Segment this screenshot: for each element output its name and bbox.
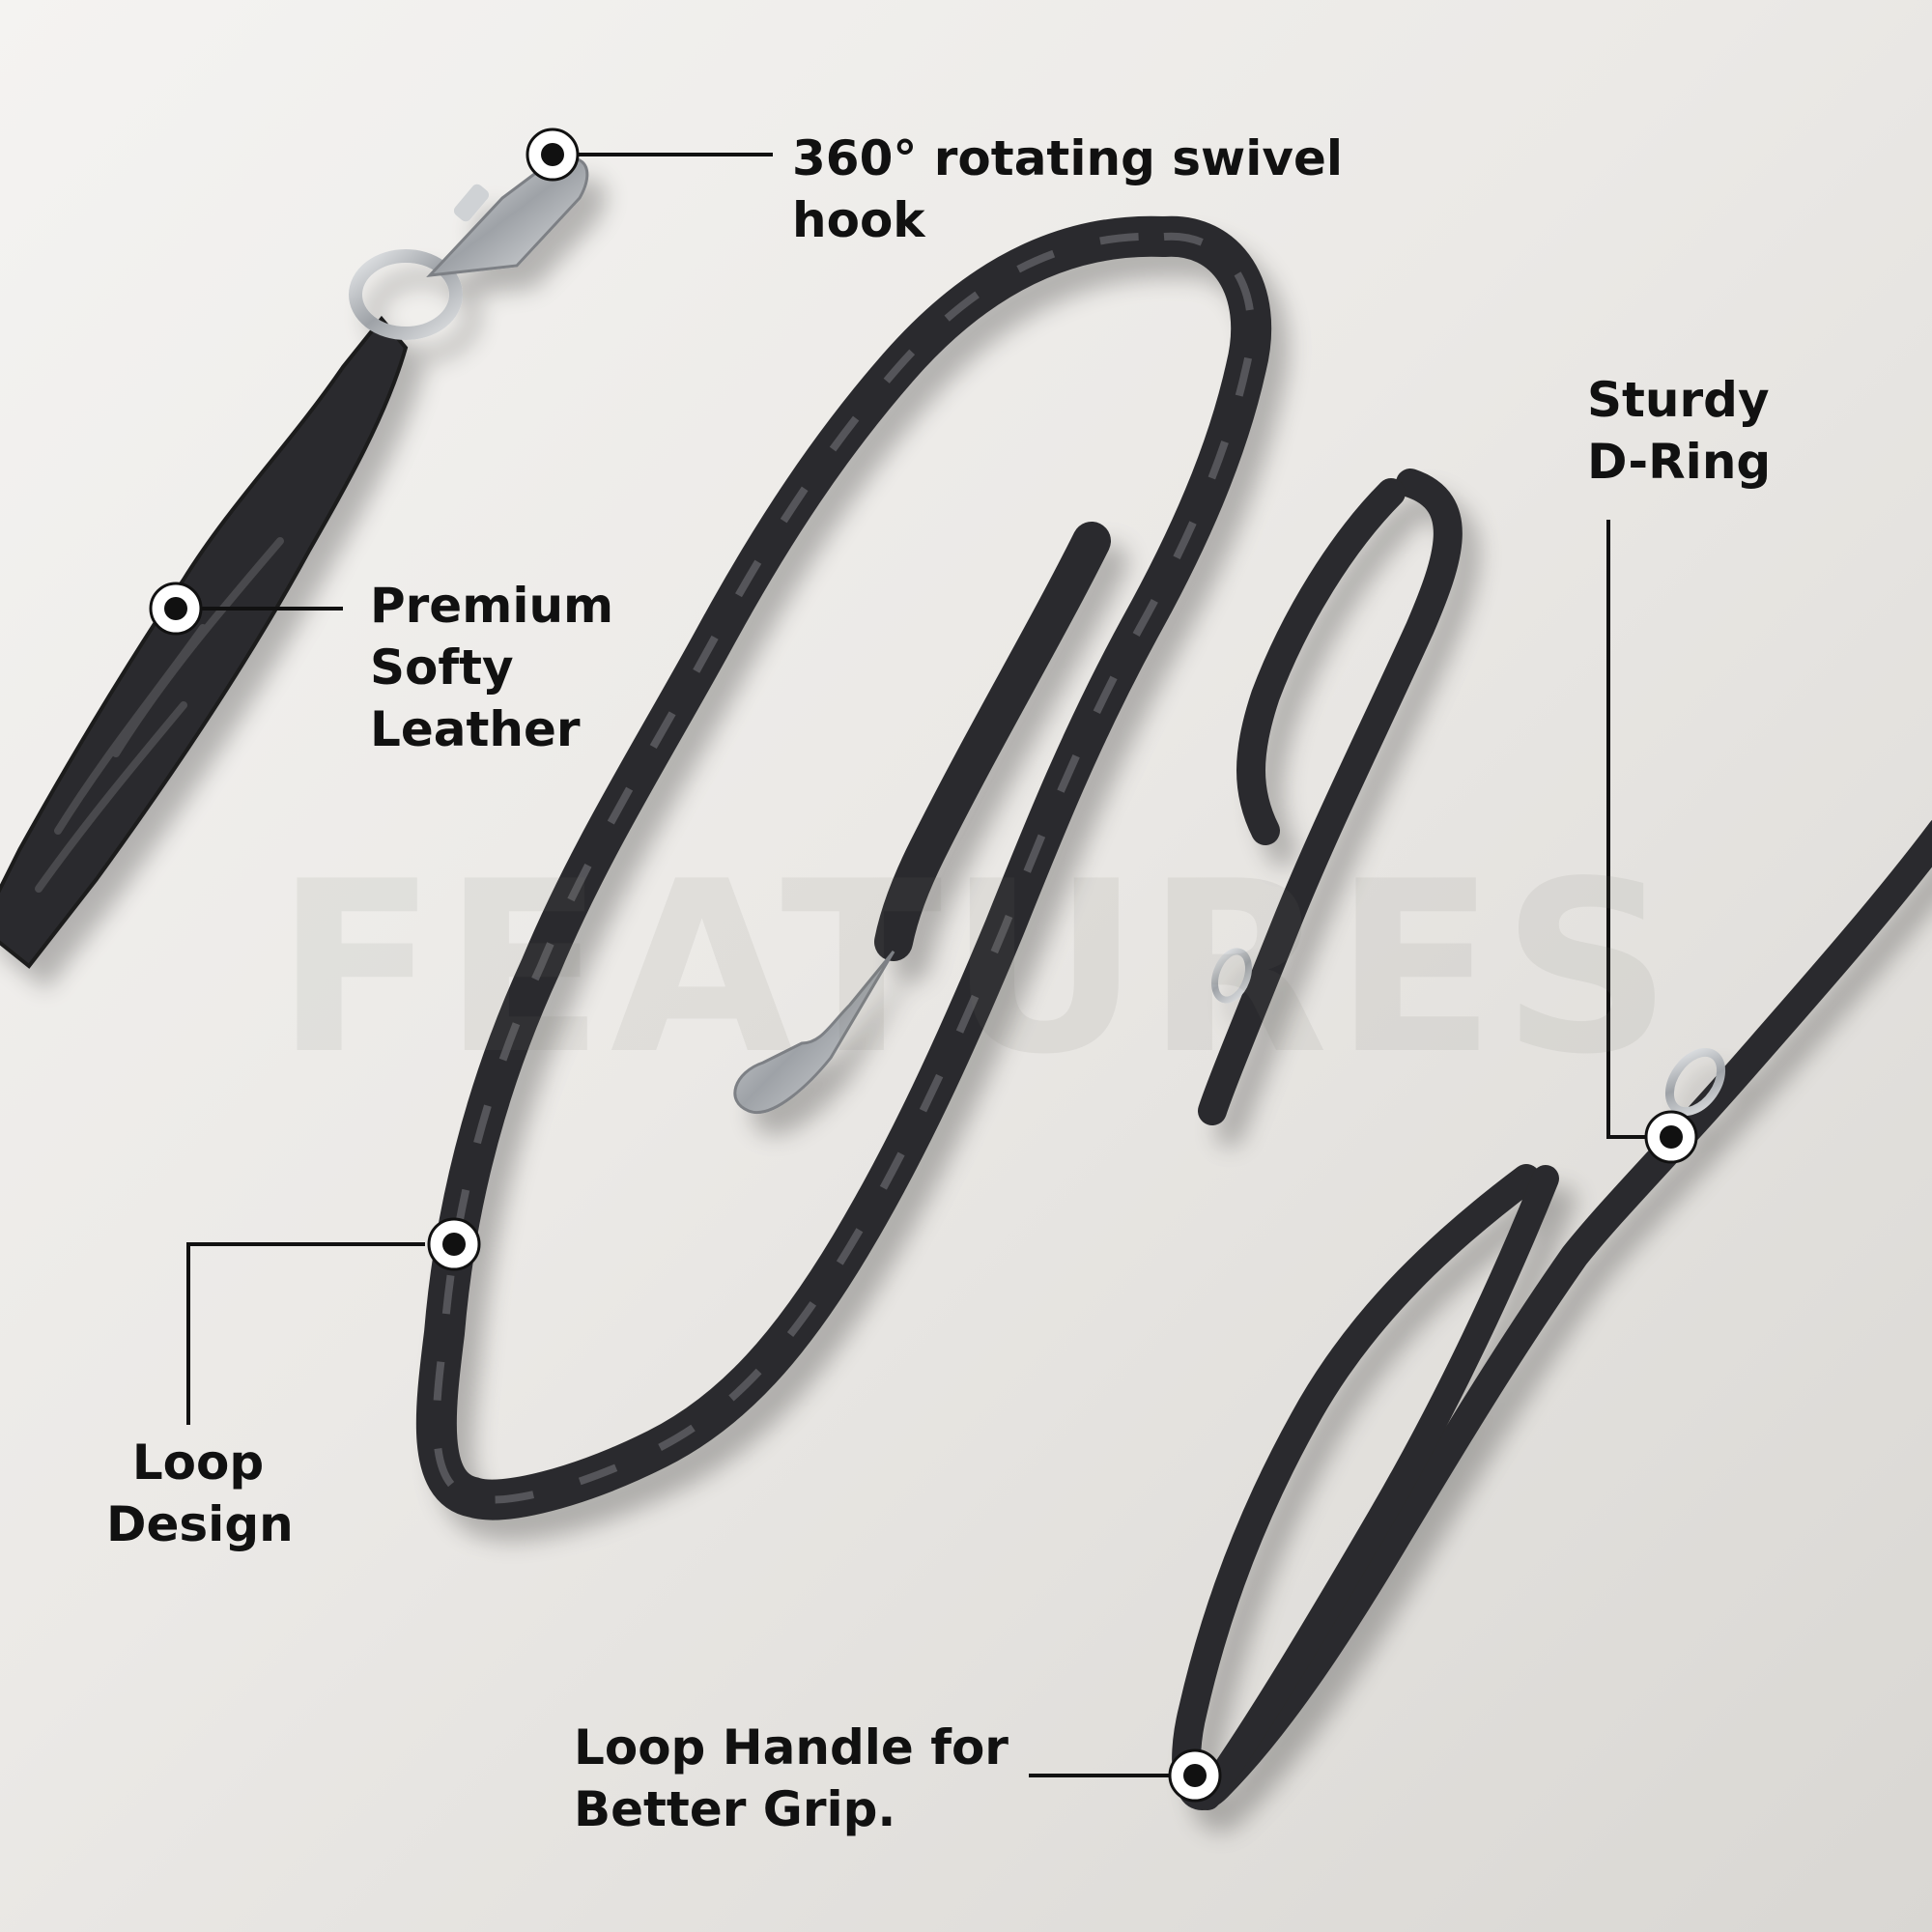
leash-main-loop: [415, 215, 1272, 1520]
callout-label-loop-handle: Loop Handle for Better Grip.: [574, 1717, 1009, 1840]
leash-segment-topleft: [0, 156, 589, 969]
callout-label-line: hook: [792, 192, 925, 248]
callout-label-line: Sturdy: [1587, 372, 1770, 428]
callout-label-line: Loop: [131, 1435, 265, 1491]
callout-marker-leather[interactable]: [149, 582, 203, 636]
callout-label-line: Premium: [370, 578, 614, 634]
callout-label-line: 360° rotating swivel: [792, 130, 1343, 186]
callout-label-dring: Sturdy D-Ring: [1587, 369, 1771, 493]
callout-marker-loop-design[interactable]: [427, 1217, 481, 1271]
callout-lines: [186, 153, 1647, 1777]
watermark-text: FEATURES: [275, 831, 1678, 1106]
callout-label-line: Better Grip.: [574, 1781, 896, 1837]
callout-label-line: Design: [106, 1496, 294, 1552]
callout-label-line: Leather: [370, 701, 581, 757]
callout-label-line: Softy: [370, 639, 514, 696]
callout-label-line: D-Ring: [1587, 434, 1772, 490]
callout-marker-hook[interactable]: [526, 128, 580, 182]
callout-label-leather: Premium Softy Leather: [370, 575, 613, 760]
callout-marker-dring[interactable]: [1644, 1110, 1698, 1164]
leash-handle-right: [1172, 469, 1932, 1810]
callout-label-line: Loop Handle for: [574, 1719, 1009, 1776]
callout-marker-loop-handle[interactable]: [1168, 1748, 1222, 1803]
callout-line-loop: [186, 1242, 425, 1425]
callout-label-loop-design: Loop Design: [106, 1432, 294, 1555]
callout-line-dring: [1606, 520, 1647, 1139]
callout-label-hook: 360° rotating swivel hook: [792, 128, 1343, 251]
